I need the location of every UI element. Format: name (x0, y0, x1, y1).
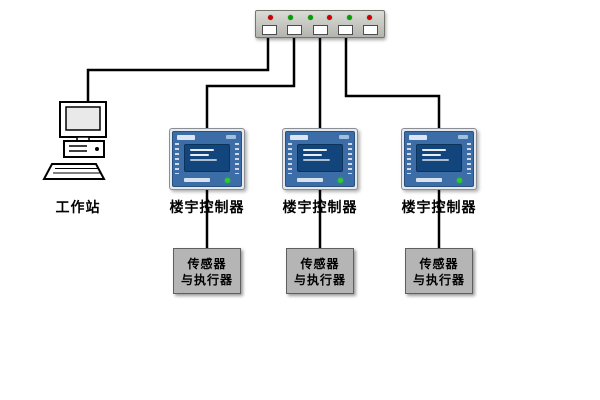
terminal-strip-left (288, 143, 292, 174)
ethernet-port (262, 25, 277, 35)
sensor-actuator-box-3: 传感器 与执行器 (405, 248, 473, 294)
terminal-strip-right (348, 143, 352, 174)
led-red (268, 15, 273, 20)
sensor-box-3-line1: 传感器 (419, 257, 459, 271)
controller-3-label: 楼宇控制器 (401, 199, 477, 215)
controller-1-label: 楼宇控制器 (169, 199, 245, 215)
wire-switch-to-workstation (86, 30, 270, 112)
controller-brand-mark (409, 135, 427, 140)
controller-model-mark (458, 135, 468, 139)
status-led (225, 177, 230, 183)
wire-switch-to-controller-3 (344, 30, 441, 132)
controller-footer-label (297, 178, 323, 182)
controller-footer (416, 177, 462, 183)
workstation-icon (42, 100, 122, 190)
terminal-strip-right (235, 143, 239, 174)
sensor-box-2-line1: 传感器 (300, 257, 340, 271)
led-red (366, 15, 372, 20)
led-green (307, 15, 313, 20)
ethernet-port (312, 25, 328, 35)
controller-device-face (285, 131, 355, 187)
controller-device-face (172, 131, 242, 187)
switch-port-row (262, 25, 378, 35)
controller-center-panel (184, 144, 230, 172)
sensor-box-1-line1: 传感器 (187, 257, 227, 271)
controller-2-label: 楼宇控制器 (282, 199, 358, 215)
sensor-actuator-box-1: 传感器 与执行器 (173, 248, 241, 294)
controller-footer (297, 177, 343, 183)
ethernet-port (287, 25, 303, 35)
terminal-strip-left (407, 143, 411, 174)
led-green (347, 15, 353, 20)
ethernet-port (363, 25, 378, 35)
network-switch (255, 10, 385, 38)
wire-switch-to-controller-1 (205, 30, 296, 132)
sensor-actuator-box-2: 传感器 与执行器 (286, 248, 354, 294)
controller-brand-mark (290, 135, 308, 140)
status-led (338, 177, 343, 183)
controller-center-panel (416, 144, 462, 172)
led-green (287, 15, 293, 20)
terminal-strip-right (467, 143, 471, 174)
sensor-box-3-line2: 与执行器 (412, 273, 465, 287)
controller-footer (184, 177, 230, 183)
building-controller-3 (401, 128, 477, 190)
controller-footer-label (184, 178, 210, 182)
sensor-box-1-line2: 与执行器 (180, 273, 233, 287)
controller-footer-label (416, 178, 442, 182)
ethernet-port (337, 25, 353, 35)
led-red (327, 15, 333, 20)
sensor-box-2-line2: 与执行器 (293, 273, 346, 287)
controller-device-face (404, 131, 474, 187)
building-controller-1 (169, 128, 245, 190)
controller-model-mark (226, 135, 236, 139)
switch-led-row (268, 15, 372, 20)
controller-brand-mark (177, 135, 195, 140)
controller-center-panel (297, 144, 343, 172)
building-controller-2 (282, 128, 358, 190)
terminal-strip-left (175, 143, 179, 174)
workstation-label: 工作站 (55, 199, 101, 215)
controller-model-mark (339, 135, 349, 139)
status-led (457, 177, 462, 183)
